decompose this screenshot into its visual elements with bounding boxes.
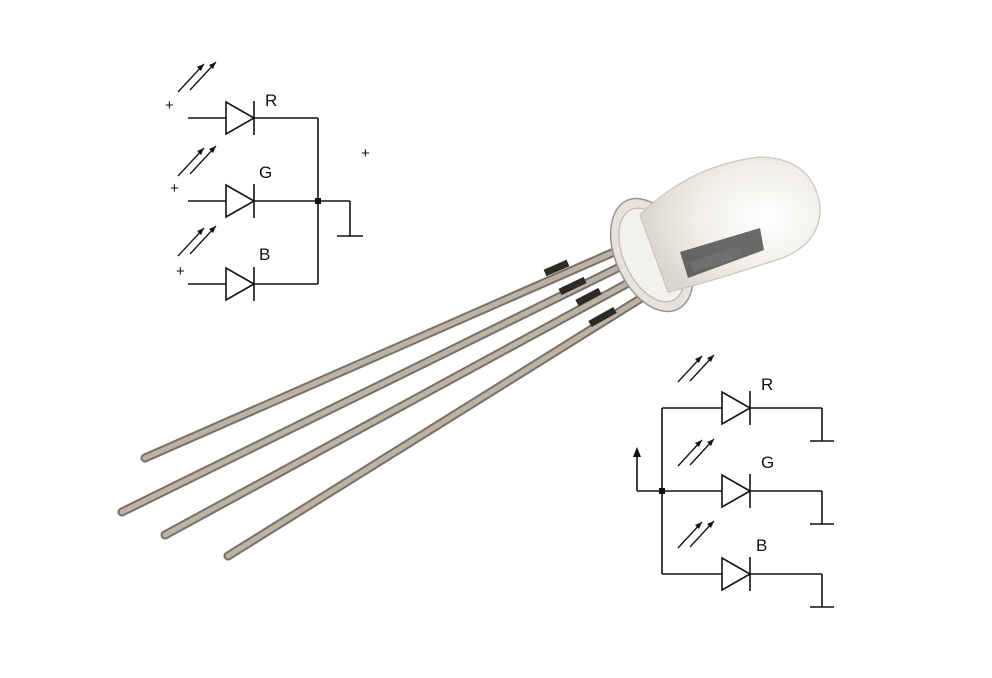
cc-diode-b: + B: [176, 225, 318, 302]
ca-diode-b: B: [662, 520, 834, 608]
ca-diode-r: R: [662, 354, 834, 442]
diode-label: G: [259, 163, 272, 182]
diode-icon: [721, 390, 752, 426]
diode-label: B: [756, 536, 767, 555]
diode-icon: [721, 473, 752, 509]
cc-diode-r: + R: [165, 61, 318, 136]
cc-diode-g: + G: [170, 145, 350, 219]
ca-common-bus: [633, 408, 722, 574]
diode-label: R: [761, 375, 773, 394]
polarity-mark: +: [170, 180, 179, 197]
diode-label: G: [761, 453, 774, 472]
cc-common-bus: +: [315, 118, 370, 284]
ca-diode-g: G: [677, 438, 834, 525]
light-arrows-icon: [677, 438, 715, 467]
polarity-mark: +: [176, 263, 185, 280]
common-cathode-schematic: + R + G + B: [165, 61, 370, 302]
diode-label: B: [259, 245, 270, 264]
light-arrows-icon: [677, 520, 715, 549]
led-leads: [117, 240, 669, 561]
diode-icon: [225, 183, 256, 219]
diode-icon: [225, 266, 256, 302]
led-lens: [639, 156, 821, 293]
light-arrows-icon: [177, 145, 217, 177]
common-polarity-mark: +: [361, 145, 370, 162]
diode-label: R: [265, 91, 277, 110]
diode-icon: [225, 100, 256, 136]
light-arrows-icon: [677, 354, 715, 383]
light-arrows-icon: [177, 61, 217, 93]
light-arrows-icon: [177, 225, 217, 257]
common-anode-schematic: R G B: [633, 354, 834, 608]
polarity-mark: +: [165, 97, 174, 114]
diode-icon: [721, 556, 752, 592]
rgb-led-icon: [117, 156, 821, 561]
